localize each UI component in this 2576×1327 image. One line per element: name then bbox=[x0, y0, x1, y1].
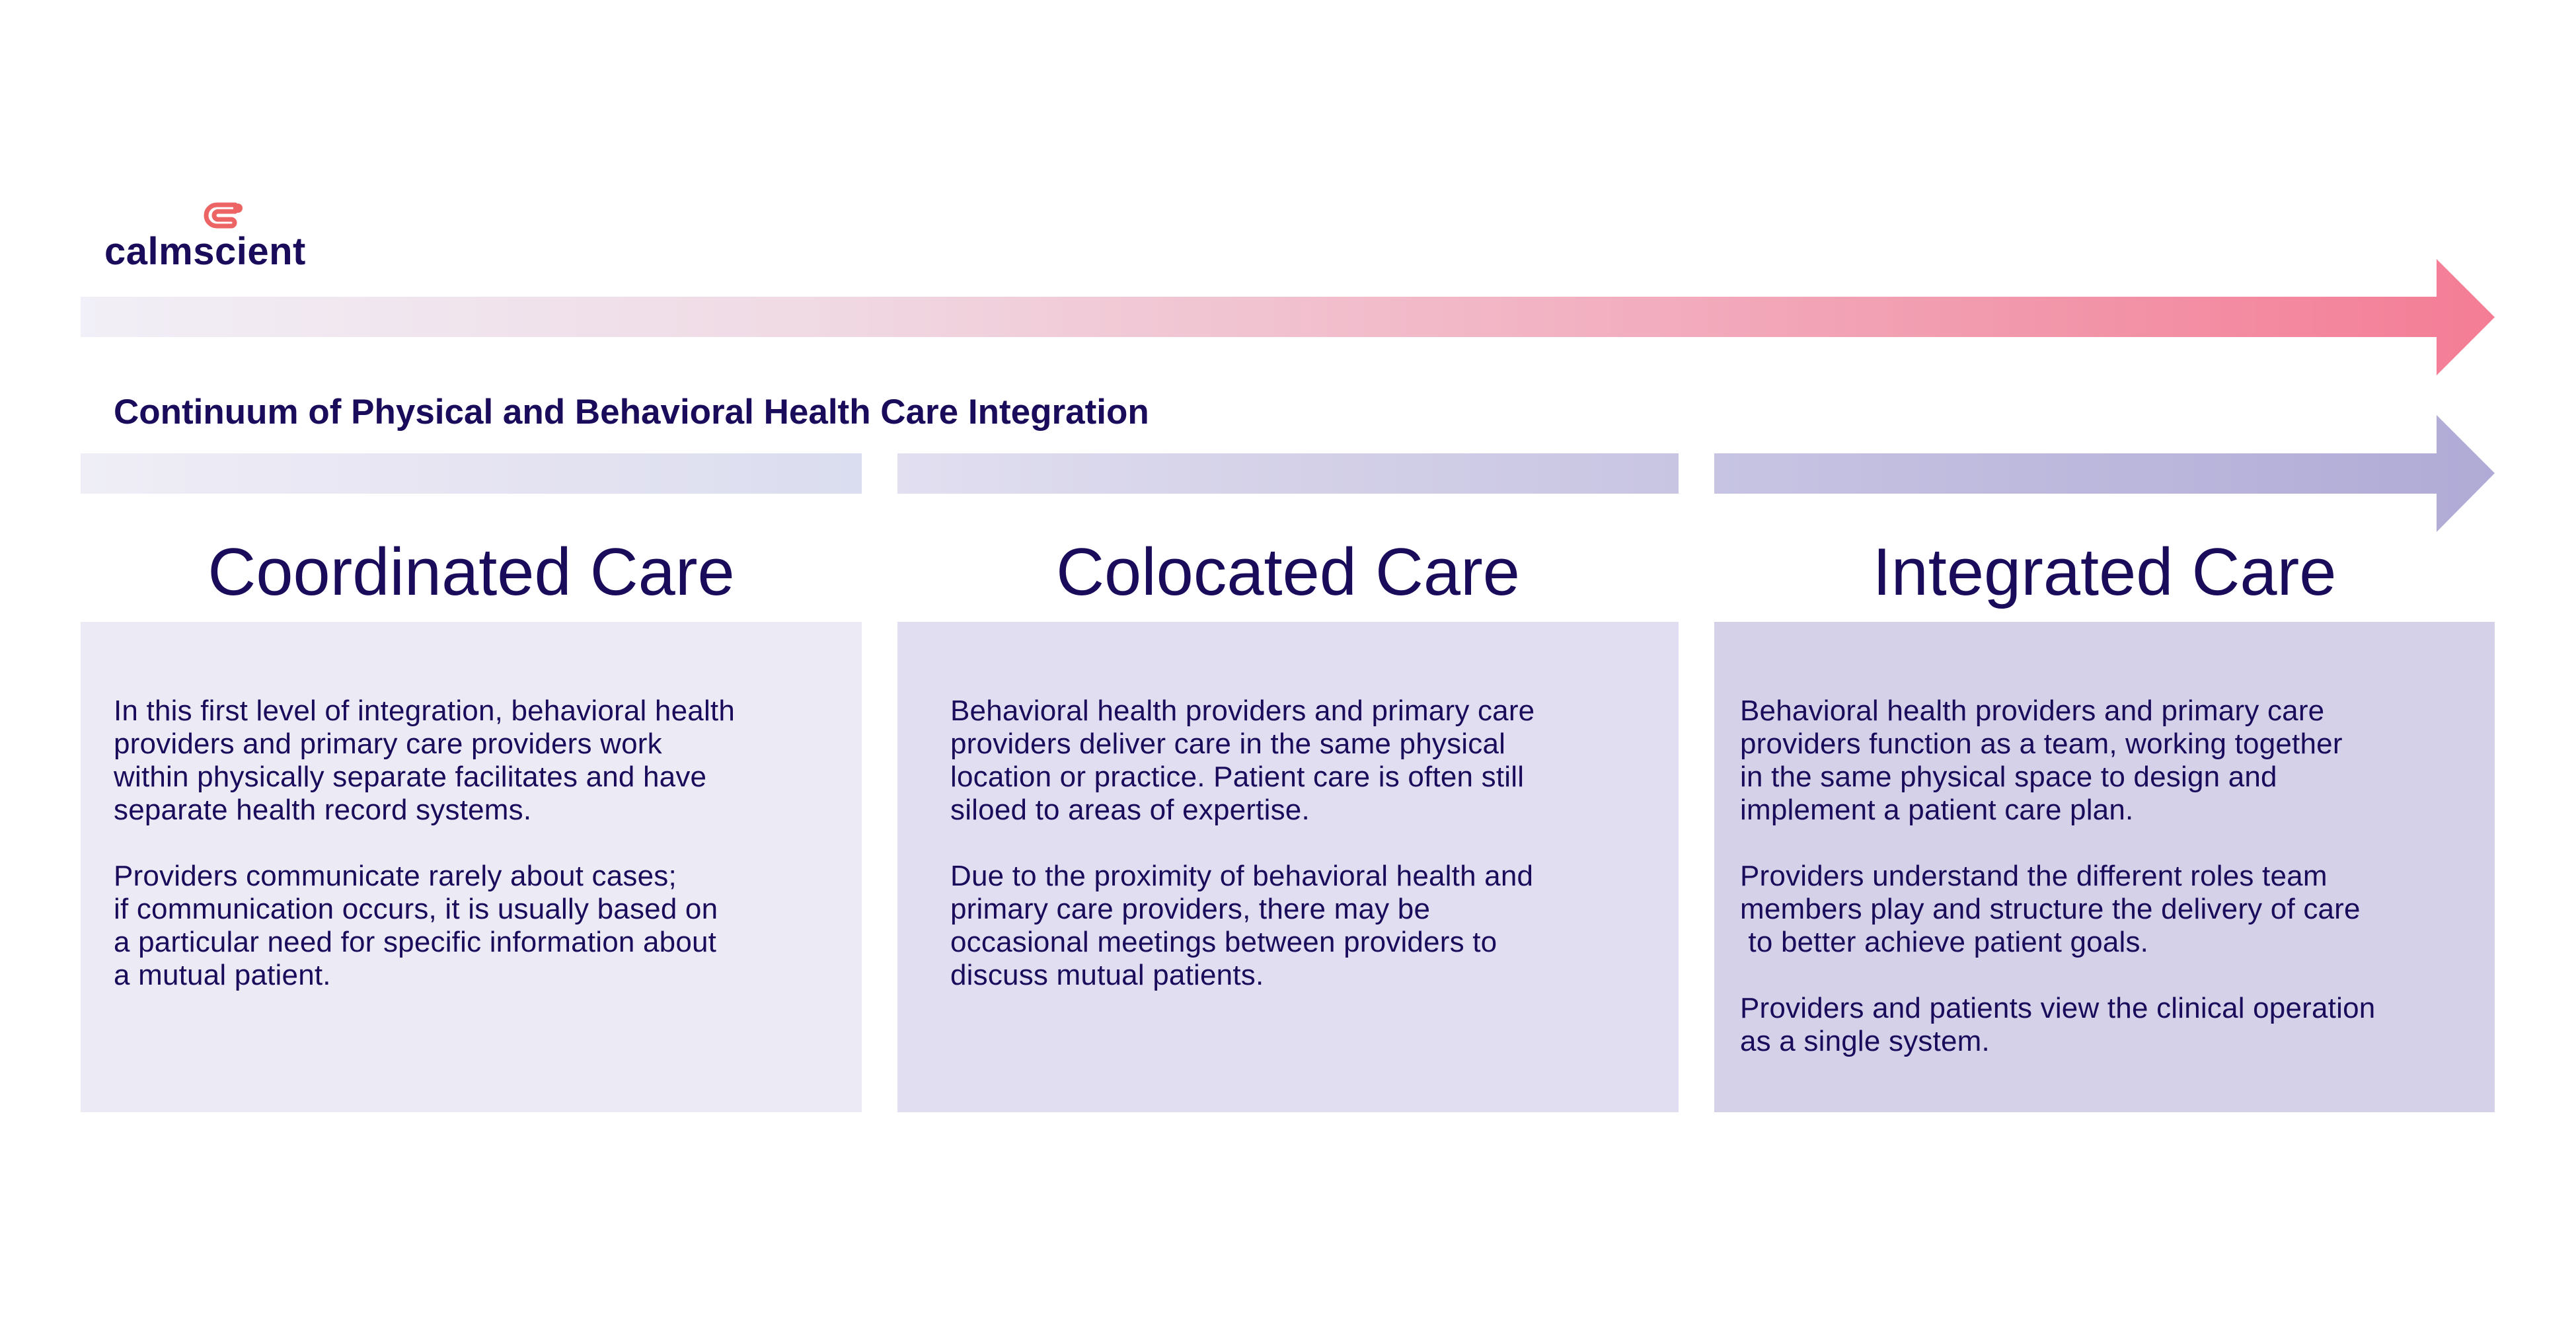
text-line: providers deliver care in the same physi… bbox=[950, 728, 1506, 760]
text-line: location or practice. Patient care is of… bbox=[950, 761, 1525, 793]
continuum-arrow-top bbox=[81, 259, 2495, 375]
text-line: occasional meetings between providers to bbox=[950, 926, 1497, 958]
text-line: Providers understand the different roles… bbox=[1740, 860, 2328, 892]
description-paragraph: Providers understand the different roles… bbox=[1740, 860, 2375, 959]
text-line: Behavioral health providers and primary … bbox=[1740, 695, 2325, 727]
text-line: separate health record systems. bbox=[114, 794, 532, 826]
stage-description-coordinated: In this first level of integration, beha… bbox=[81, 622, 862, 1112]
text-line: a particular need for specific informati… bbox=[114, 926, 717, 958]
description-paragraph: Due to the proximity of behavioral healt… bbox=[950, 860, 1534, 992]
stage-title-coordinated: Coordinated Care bbox=[208, 535, 735, 609]
description-paragraph: Providers communicate rarely about cases… bbox=[114, 860, 735, 992]
text-line: within physically separate facilitates a… bbox=[114, 761, 707, 793]
description-paragraph: Behavioral health providers and primary … bbox=[1740, 695, 2375, 827]
text-line: In this first level of integration, beha… bbox=[114, 695, 736, 727]
text-line: Providers and patients view the clinical… bbox=[1740, 992, 2376, 1024]
stage-title-colocated: Colocated Care bbox=[1056, 535, 1520, 609]
calmscient-logo-icon bbox=[197, 196, 250, 238]
description-paragraph: In this first level of integration, beha… bbox=[114, 695, 735, 827]
stage-bar-colocated bbox=[897, 453, 1679, 494]
text-line: if communication occurs, it is usually b… bbox=[114, 893, 718, 925]
text-line: discuss mutual patients. bbox=[950, 959, 1264, 991]
text-line: Behavioral health providers and primary … bbox=[950, 695, 1535, 727]
text-line: siloed to areas of expertise. bbox=[950, 794, 1310, 826]
diagram-title: Continuum of Physical and Behavioral Hea… bbox=[114, 393, 1149, 432]
text-line: Providers communicate rarely about cases… bbox=[114, 860, 677, 892]
text-line: as a single system. bbox=[1740, 1025, 1990, 1057]
description-paragraph: Behavioral health providers and primary … bbox=[950, 695, 1534, 827]
text-line: to better achieve patient goals. bbox=[1740, 926, 2149, 958]
stage-bar-coordinated bbox=[81, 453, 862, 494]
text-line: Due to the proximity of behavioral healt… bbox=[950, 860, 1534, 892]
text-line: a mutual patient. bbox=[114, 959, 331, 991]
text-line: in the same physical space to design and bbox=[1740, 761, 2277, 793]
stage-title-integrated: Integrated Care bbox=[1872, 535, 2337, 609]
brand-name: calmscient bbox=[104, 230, 306, 273]
text-line: members play and structure the delivery … bbox=[1740, 893, 2361, 925]
text-line: providers and primary care providers wor… bbox=[114, 728, 662, 760]
text-line: implement a patient care plan. bbox=[1740, 794, 2134, 826]
stage-arrow-integrated bbox=[1714, 415, 2495, 532]
stage-description-colocated: Behavioral health providers and primary … bbox=[897, 622, 1679, 1112]
text-line: providers function as a team, working to… bbox=[1740, 728, 2343, 760]
text-line: primary care providers, there may be bbox=[950, 893, 1431, 925]
stage-description-integrated: Behavioral health providers and primary … bbox=[1714, 622, 2495, 1112]
description-paragraph: Providers and patients view the clinical… bbox=[1740, 992, 2375, 1058]
